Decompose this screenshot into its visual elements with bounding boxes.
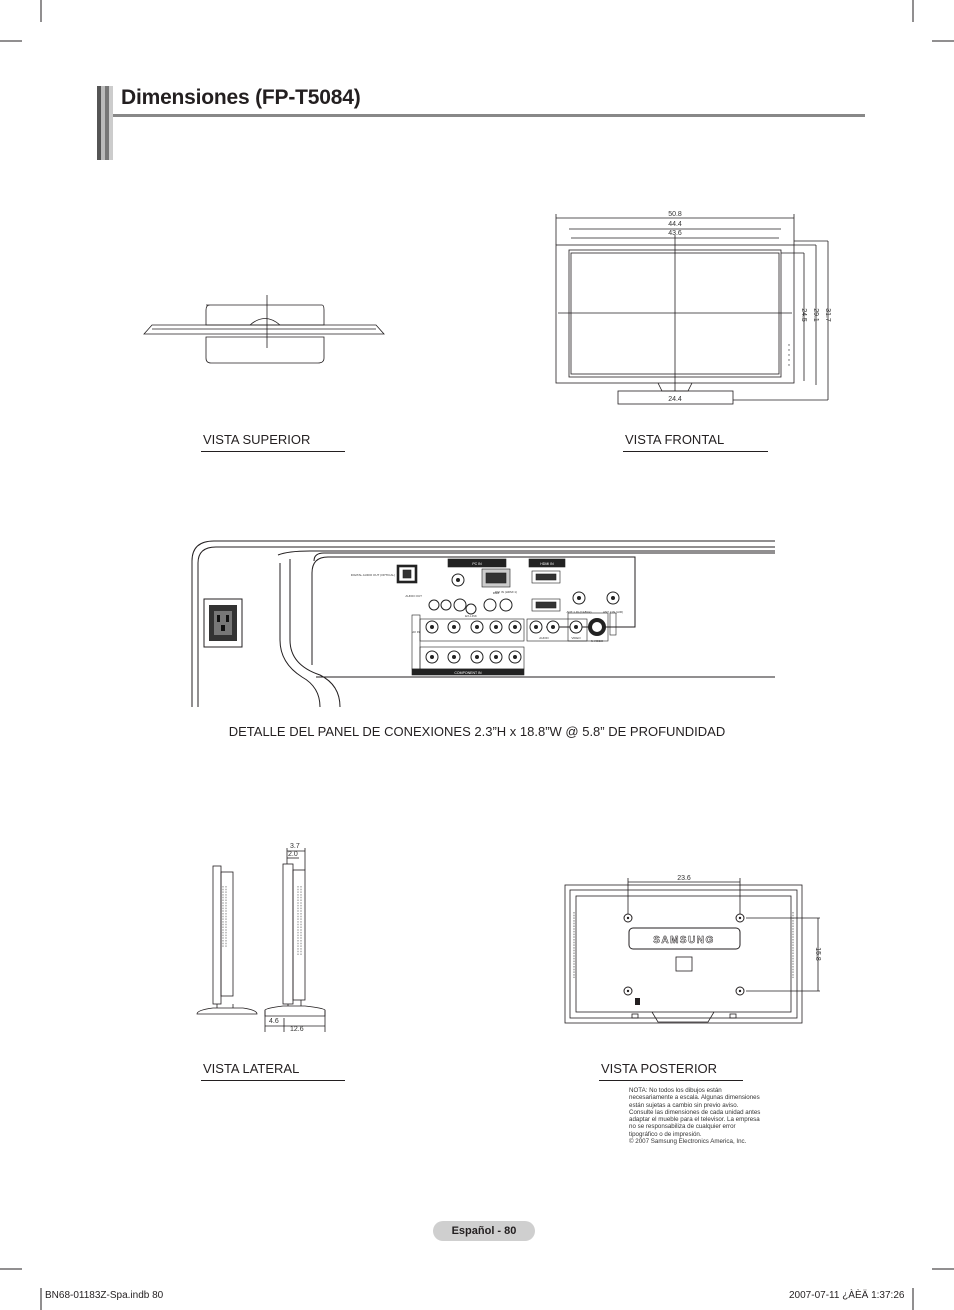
label-rule [623,451,768,452]
side-view-drawing: 3.7 2.0 4.6 12.6 [196,843,326,1033]
panel-label-ant-air: ANT 2 IN (AIR) [603,610,623,614]
label-vista-posterior: VISTA POSTERIOR [601,1061,718,1076]
panel-label-component-in: COMPONENT IN [454,671,482,675]
connection-panel-drawing: DIGITAL AUDIO OUT (OPTICAL) AUDIO OUT PC… [191,540,775,708]
front-dim-w3: 43.6 [668,230,682,237]
copyright-text: © 2007 Samsung Electronics America, Inc. [629,1138,747,1146]
front-dim-h2: 29.1 [812,308,819,322]
panel-label-av-in: AV IN [412,630,420,634]
panel-label-video: VIDEO [571,636,581,640]
panel-label-ant-cable: ANT 1 IN (CABLE) [567,610,592,614]
label-vista-lateral: VISTA LATERAL [203,1061,300,1076]
panel-label-dvi-in: DVI IN (HDMI 1) [495,590,517,594]
front-dim-stand: 24.4 [668,396,682,403]
label-vista-superior: VISTA SUPERIOR [203,432,311,447]
panel-label-rgb: RGB [493,591,500,595]
rear-dim-h: 15.8 [814,947,821,961]
front-dim-w2: 44.4 [668,221,682,228]
side-dim-d2: 2.0 [288,851,298,858]
note-text: NOTA: No todos los dibujos están necesar… [629,1087,761,1138]
rear-brand-logo: SAMSUNG [653,935,715,946]
panel-label-optical: DIGITAL AUDIO OUT (OPTICAL) [351,573,395,577]
disclaimer-note: NOTA: No todos los dibujos están necesar… [629,1087,764,1145]
panel-label-audio: AUDIO [539,636,549,640]
side-dim-d1: 3.7 [290,843,300,850]
label-rule [201,451,345,452]
footer-timestamp: 2007-07-11 ¿ÀÈÄ 1:37:26 [789,1290,905,1301]
rear-dim-w: 23.6 [677,875,691,882]
title-bar [97,86,113,160]
label-rule [599,1080,743,1081]
panel-label-s-video: S-VIDEO [591,639,604,643]
footer-file: BN68-01183Z-Spa.indb 80 [45,1290,164,1301]
panel-label-audio-out: AUDIO OUT [405,594,422,598]
top-view-drawing [143,295,385,364]
panel-label-ex-link: EX-LINK [465,614,477,618]
front-dim-h3: 31.7 [824,308,831,322]
title-rule [113,114,865,117]
rear-view-drawing: SAMSUNG 23.6 15.8 [564,875,821,1024]
panel-label-hdmi-in: HDMI IN [540,562,554,566]
page-number-badge: Español - 80 [433,1221,535,1241]
front-view-drawing: 50.8 44.4 43.6 24.4 24.5 29.1 31.7 [555,211,831,405]
side-dim-d3: 4.6 [269,1018,279,1025]
side-dim-d4: 12.6 [290,1026,304,1033]
label-rule [201,1080,345,1081]
panel-caption: DETALLE DEL PANEL DE CONEXIONES 2.3”H x … [228,724,726,739]
label-vista-frontal: VISTA FRONTAL [625,432,725,447]
page-title: Dimensiones (FP-T5084) [121,86,361,109]
front-dim-w1: 50.8 [668,211,682,218]
panel-label-pc-in: PC IN [472,562,482,566]
front-dim-h1: 24.5 [800,308,807,322]
